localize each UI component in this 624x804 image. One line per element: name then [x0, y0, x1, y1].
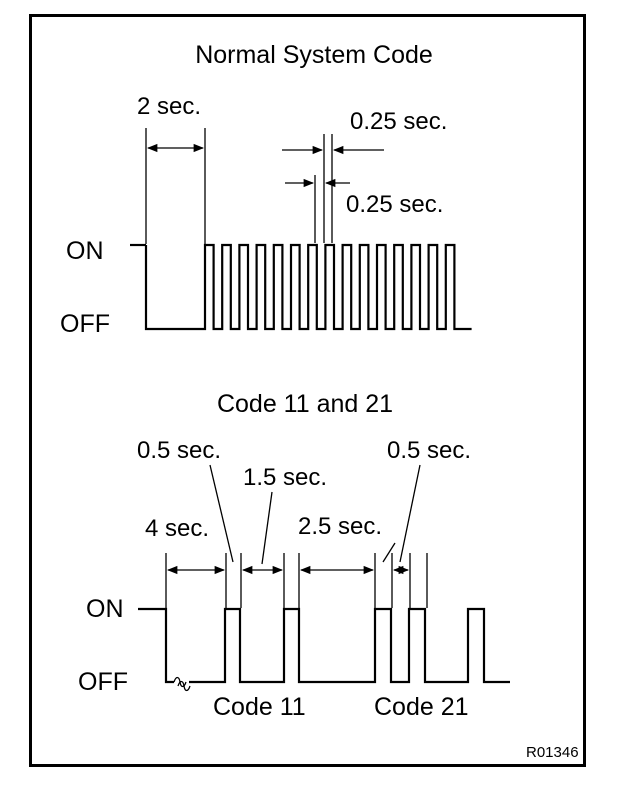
leader-lines [209, 464, 421, 565]
code21-label: Code 21 [374, 693, 469, 721]
dim-025-top-label: 0.25 sec. [350, 108, 447, 135]
dim-4sec-label: 4 sec. [145, 515, 209, 542]
dim-25-label: 2.5 sec. [298, 513, 382, 540]
diagram-frame [29, 14, 586, 767]
codes-waveform [164, 607, 510, 684]
dim-2sec-label: 2 sec. [137, 93, 201, 120]
normal-title: Normal System Code [195, 41, 433, 69]
codes-on-label: ON [86, 595, 124, 623]
codes-off-label: OFF [78, 668, 128, 696]
dim-05-right-label: 0.5 sec. [387, 437, 471, 464]
codes-title: Code 11 and 21 [217, 390, 393, 418]
normal-on-label: ON [66, 237, 104, 265]
dim-025-bottom-label: 0.25 sec. [346, 191, 443, 218]
dim-2sec-marker [145, 128, 206, 244]
normal-off-label: OFF [60, 310, 110, 338]
dim-15-label: 1.5 sec. [243, 464, 327, 491]
codes-dim-guides [165, 553, 428, 608]
reference-code: R01346 [526, 744, 579, 761]
normal-waveform [144, 243, 472, 331]
code11-label: Code 11 [213, 693, 306, 721]
dim-05-left-label: 0.5 sec. [137, 437, 221, 464]
dim-025-markers [282, 134, 384, 243]
break-mark [173, 676, 191, 692]
